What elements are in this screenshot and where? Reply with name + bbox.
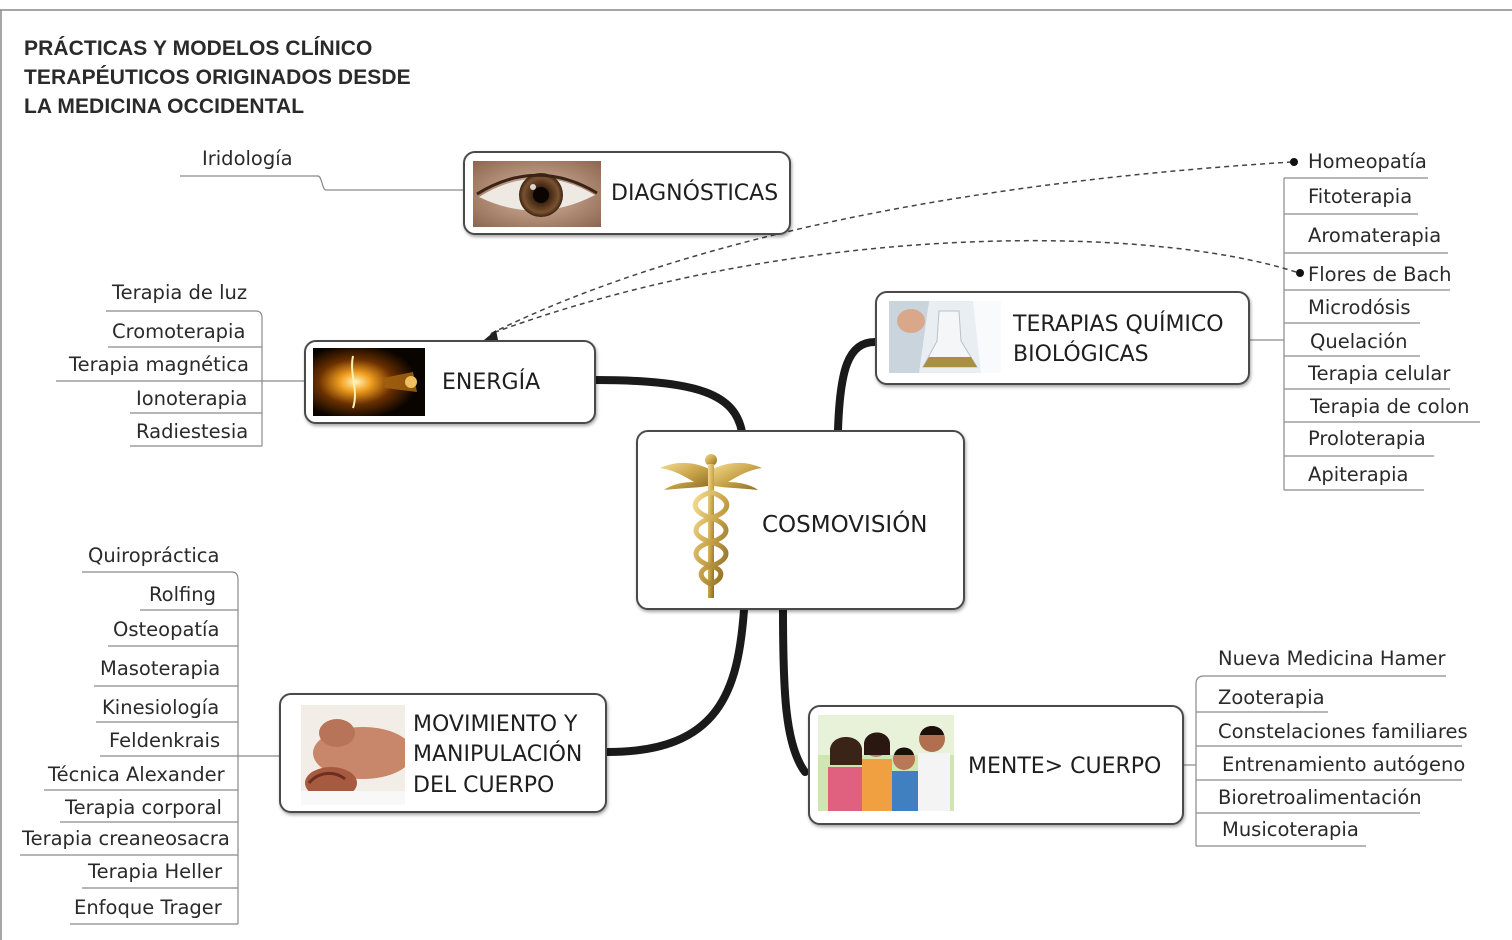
leaf-energia-5: Radiestesia [136, 420, 249, 443]
node-energia[interactable]: ENERGÍA [304, 340, 596, 424]
branch-movimiento [604, 606, 748, 756]
leaf-movimiento-3: Osteopatía [113, 618, 220, 641]
leaf-movimiento-5: Kinesiología [102, 696, 220, 719]
flores-dot [1296, 269, 1304, 277]
node-label-line-1: MOVIMIENTO Y [413, 712, 578, 737]
massage-photo [301, 705, 405, 805]
homeopatia-dot [1290, 158, 1298, 166]
leaf-movimiento-1: Quiropráctica [88, 544, 220, 567]
leaf-quimico-6: Quelación [1310, 330, 1408, 353]
node-label: ENERGÍA [442, 370, 541, 395]
node-movimiento[interactable]: MOVIMIENTO Y MANIPULACIÓN DEL CUERPO [279, 693, 607, 813]
branch-mente [779, 606, 809, 776]
leaf-movimiento-8: Terapia corporal [65, 796, 222, 819]
leaf-energia-1: Terapia de luz [112, 281, 248, 304]
leaf-line-iridologia [180, 175, 463, 191]
node-label-line-2: MANIPULACIÓN [413, 742, 583, 767]
node-label: COSMOVISIÓN [762, 512, 928, 538]
title-line-2: TERAPÉUTICOS ORIGINADOS DESDE [24, 66, 411, 89]
leaf-iridologia: Iridología [202, 147, 293, 170]
title-line-3: LA MEDICINA OCCIDENTAL [24, 95, 305, 118]
leaf-quimico-3: Aromaterapia [1308, 224, 1442, 247]
dashed-homeopatia-energia [489, 161, 1293, 335]
caduceus-icon [656, 448, 766, 600]
leaf-quimico-8: Terapia de colon [1310, 395, 1470, 418]
leaf-quimico-5: Microdósis [1308, 296, 1411, 319]
leaf-quimico-9: Proloterapia [1308, 427, 1426, 450]
dashed-flores-energia [489, 239, 1297, 335]
leaf-mente-3: Constelaciones familiares [1218, 720, 1468, 743]
leaf-movimiento-2: Rolfing [149, 583, 217, 606]
leaf-movimiento-4: Masoterapia [100, 657, 221, 680]
glowing-light-photo [313, 348, 425, 416]
eye-photo [473, 161, 601, 227]
title-line-1: PRÁCTICAS Y MODELOS CLÍNICO [24, 37, 373, 60]
energia-leaf-lines [56, 310, 305, 447]
movimiento-leaf-lines [20, 571, 280, 925]
leaf-quimico-2: Fitoterapia [1308, 185, 1413, 208]
node-cosmovision[interactable]: COSMOVISIÓN [636, 430, 965, 610]
mente-leaf-lines [1184, 675, 1462, 847]
leaf-mente-5: Bioretroalimentación [1218, 786, 1422, 809]
leaf-mente-2: Zooterapia [1218, 686, 1325, 709]
node-label-line-2: BIOLÓGICAS [1013, 342, 1149, 367]
leaf-movimiento-10: Terapia Heller [88, 860, 223, 883]
node-label: MENTE> CUERPO [968, 754, 1162, 779]
node-quimico-biologicas[interactable]: TERAPIAS QUÍMICO BIOLÓGICAS [875, 291, 1250, 385]
leaf-movimiento-11: Enfoque Trager [74, 896, 222, 919]
branch-quimico [834, 338, 879, 434]
leaf-energia-4: Ionoterapia [136, 387, 248, 410]
leaf-quimico-1: Homeopatía [1308, 150, 1427, 173]
leaf-movimiento-7: Técnica Alexander [48, 763, 225, 786]
dashed-arrowhead [484, 330, 498, 340]
diagram-title: PRÁCTICAS Y MODELOS CLÍNICO TERAPÉUTICOS… [24, 34, 411, 121]
leaf-movimiento-6: Feldenkrais [109, 729, 221, 752]
branch-energia [592, 376, 746, 436]
leaf-energia-3: Terapia magnética [69, 353, 249, 376]
quimico-leaf-lines [1250, 177, 1480, 491]
leaf-energia-2: Cromoterapia [112, 320, 246, 343]
leaf-quimico-10: Apiterapia [1308, 463, 1409, 486]
node-mente-cuerpo[interactable]: MENTE> CUERPO [808, 705, 1184, 825]
node-diagnosticas[interactable]: DIAGNÓSTICAS [463, 151, 791, 235]
leaf-quimico-4: Flores de Bach [1308, 263, 1452, 286]
family-photo [818, 715, 954, 811]
lab-flask-photo [889, 301, 1001, 373]
leaf-mente-1: Nueva Medicina Hamer [1218, 647, 1446, 670]
node-label-line-3: DEL CUERPO [413, 773, 555, 798]
leaf-mente-4: Entrenamiento autógeno [1222, 753, 1466, 776]
leaf-mente-6: Musicoterapia [1222, 818, 1359, 841]
node-label: DIAGNÓSTICAS [611, 181, 779, 206]
node-label-line-1: TERAPIAS QUÍMICO [1013, 312, 1224, 337]
leaf-movimiento-9: Terapia creaneosacra [22, 827, 230, 850]
leaf-quimico-7: Terapia celular [1308, 362, 1451, 385]
